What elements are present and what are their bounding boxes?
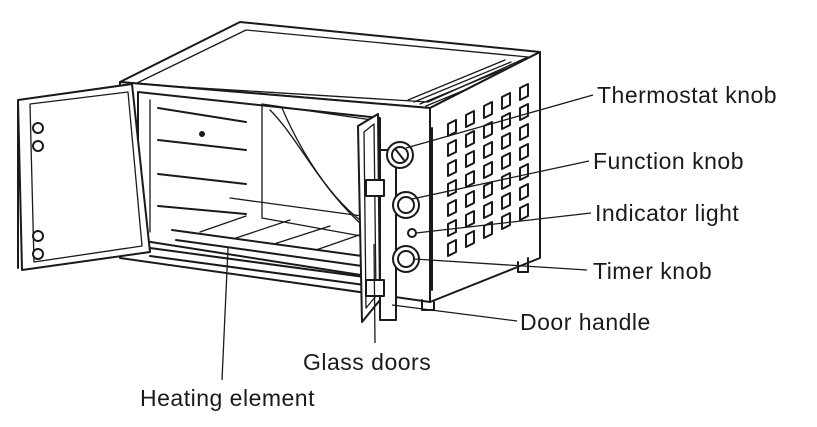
- vent-slot: [519, 143, 529, 161]
- vent-slot: [501, 192, 511, 210]
- vent-slot: [519, 123, 529, 141]
- vent-slot: [447, 179, 457, 197]
- vent-slot: [519, 103, 529, 121]
- function-knob: [392, 191, 420, 219]
- oven-cavity: [137, 91, 381, 279]
- leader-lines: [221, 94, 594, 381]
- vent-slot: [519, 183, 529, 201]
- vent-slot: [483, 101, 493, 119]
- wire-rack: [171, 197, 363, 267]
- heating-element: [149, 247, 373, 287]
- vent-slot: [447, 199, 457, 217]
- vent-slot: [465, 210, 475, 228]
- vent-slot: [447, 119, 457, 137]
- label-indicator-light: Indicator light: [595, 200, 739, 226]
- label-door-handle: Door handle: [520, 309, 651, 335]
- vent-slot: [465, 190, 475, 208]
- vent-slot: [501, 132, 511, 150]
- vent-slot: [465, 130, 475, 148]
- indicator-light: [407, 228, 417, 238]
- glass-door-left: [17, 83, 151, 271]
- vent-slot: [483, 161, 493, 179]
- vent-slot: [483, 201, 493, 219]
- vent-slot: [501, 112, 511, 130]
- label-heating-element: Heating element: [140, 385, 315, 411]
- thermostat-knob: [386, 141, 414, 169]
- label-function-knob: Function knob: [593, 148, 744, 174]
- vent-slot: [447, 159, 457, 177]
- vent-slot: [483, 221, 493, 239]
- label-glass-doors: Glass doors: [303, 349, 431, 375]
- vent-slot: [483, 141, 493, 159]
- vent-slot: [465, 150, 475, 168]
- label-timer-knob: Timer knob: [593, 258, 712, 284]
- vent-slot: [501, 172, 511, 190]
- vent-slot: [519, 83, 529, 101]
- vent-slot: [465, 110, 475, 128]
- vent-slot: [447, 219, 457, 237]
- vent-slot: [483, 181, 493, 199]
- vent-slot: [501, 212, 511, 230]
- label-thermostat-knob: Thermostat knob: [597, 82, 777, 108]
- vent-slot: [501, 92, 511, 110]
- vent-slot: [501, 152, 511, 170]
- vent-slot: [519, 163, 529, 181]
- vent-slot: [447, 139, 457, 157]
- vent-slot: [447, 239, 457, 257]
- vent-slot: [519, 203, 529, 221]
- vent-slot: [465, 170, 475, 188]
- side-vent-slots: [447, 83, 529, 257]
- vent-slot: [465, 230, 475, 248]
